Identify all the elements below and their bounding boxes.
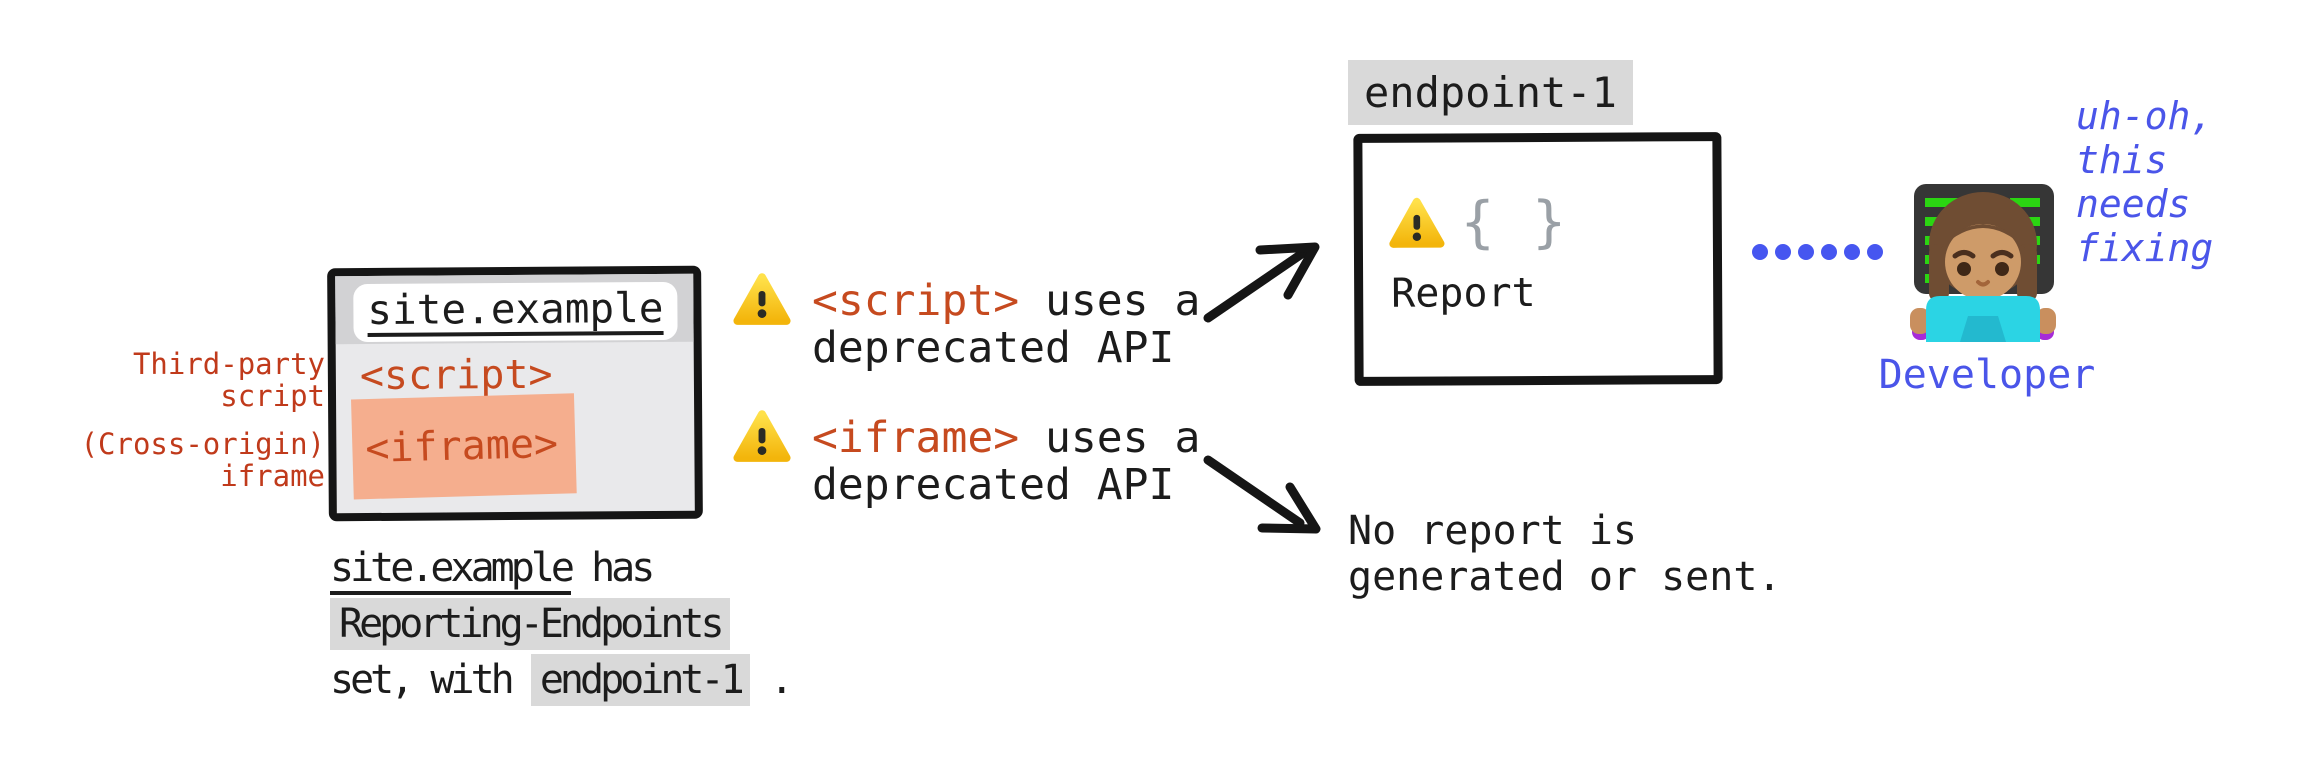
arrow-to-endpoint-head [1255, 242, 1320, 300]
dotted-connector [1752, 244, 1883, 260]
woman-technologist-emoji [1910, 184, 2056, 342]
browser-window: site.example <script> <iframe> [327, 265, 703, 522]
endpoint-1-chip: endpoint-1 [530, 654, 750, 706]
hair-fringe [1941, 224, 2025, 248]
caption-line-3: set, with endpoint-1 . [330, 652, 794, 708]
hair-side-right [2017, 244, 2037, 302]
arrow-to-no-report [1203, 455, 1305, 528]
url-text: site.example [367, 283, 664, 337]
endpoint-1-label: endpoint-1 [1348, 60, 1633, 125]
iframe-tag-text: <iframe> [364, 420, 559, 473]
url-bar: site.example [353, 281, 678, 343]
caption-site-example: site.example [330, 545, 575, 595]
json-braces-icon: { } [1460, 189, 1569, 256]
hand [2036, 308, 2056, 334]
iframe-tag-inline: <iframe> [812, 413, 1020, 463]
third-party-script-label: Third-party script [132, 347, 325, 413]
eye [1995, 262, 2009, 276]
browser-titlebar: site.example [335, 273, 694, 345]
warning-icon [1389, 195, 1445, 251]
iframe-warning-text: <iframe> uses a deprecated API [812, 413, 1201, 510]
caption-line-1: site.example has [330, 540, 790, 596]
caption: site.example has Reporting-Endpoints set… [330, 540, 794, 708]
report-label: Report [1391, 270, 1536, 317]
eyebrow [1990, 250, 2014, 259]
iframe-highlight: <iframe> [351, 393, 577, 500]
arrow-to-endpoint [1203, 248, 1308, 323]
warning-icon [733, 408, 791, 466]
eyebrow [1952, 250, 1976, 259]
report-box-row: { } [1389, 190, 1568, 256]
mouth [1976, 280, 1990, 287]
reporting-endpoints-chip: Reporting-Endpoints [330, 598, 730, 650]
developer-label: Developer [1878, 352, 2096, 398]
cross-origin-iframe-label: (Cross-origin) iframe [80, 427, 325, 493]
no-report-text: No report is generated or sent. [1348, 508, 1782, 600]
script-tag-inline: <script> [812, 276, 1020, 326]
laptop-logo [1960, 316, 2006, 342]
hair-side-left [1929, 244, 1949, 302]
face [1945, 224, 2021, 300]
script-warning-text: <script> uses a deprecated API [812, 276, 1201, 373]
eye [1957, 262, 1971, 276]
report-endpoint-box: { } Report [1353, 132, 1723, 386]
developer-thought: uh-oh, this needs fixing [2076, 94, 2214, 270]
arrow-to-no-report-head [1257, 482, 1321, 534]
script-tag-text: <script> [359, 351, 553, 400]
warning-icon [733, 271, 791, 329]
hand [1910, 308, 1930, 334]
caption-line-2: Reporting-Endpoints [330, 596, 790, 652]
